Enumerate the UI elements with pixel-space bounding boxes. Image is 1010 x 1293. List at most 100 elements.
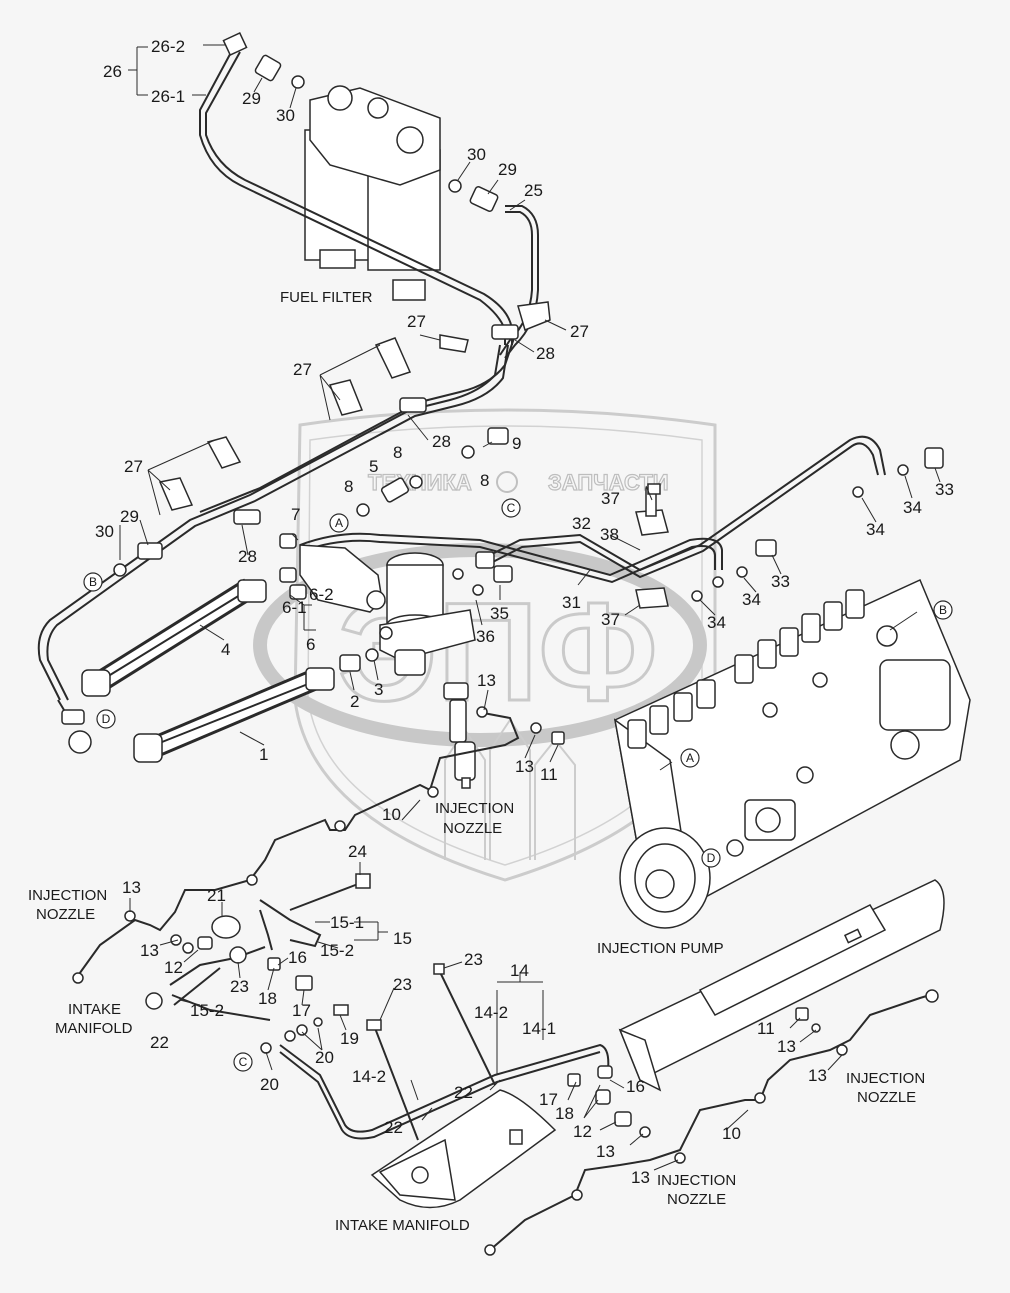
part-label: 23: [393, 975, 412, 994]
part-label: 34: [903, 498, 922, 517]
small-parts: [124, 706, 848, 1164]
part-label: 37: [601, 610, 620, 629]
caption-injection-nozzle-left-2: NOZZLE: [36, 906, 95, 923]
part-label: 9: [512, 434, 521, 453]
injection-pipe-10b: [484, 989, 939, 1256]
part-label: 27: [293, 360, 312, 379]
ref-circle-c-1: C: [501, 498, 521, 518]
part-label: 6-2: [309, 585, 334, 604]
part-label: 25: [524, 181, 543, 200]
caption-injection-nozzle-bottom-2: NOZZLE: [667, 1191, 726, 1208]
caption-intake-manifold-bottom: INTAKE MANIFOLD: [335, 1217, 470, 1234]
svg-text:D: D: [102, 712, 111, 726]
part-label: 13: [777, 1037, 796, 1056]
part-label: 7: [291, 505, 300, 524]
part-label: 8: [480, 471, 489, 490]
part-label: 14-2: [352, 1067, 386, 1086]
part-label: 38: [600, 525, 619, 544]
part-label: 28: [238, 547, 257, 566]
delivery-valves: [627, 589, 865, 749]
part-label: 3: [374, 680, 383, 699]
part-label: 32: [572, 514, 591, 533]
ref-circle-c-2: C: [233, 1052, 253, 1072]
part-label: 27: [570, 322, 589, 341]
ref-circle-d-2: D: [701, 848, 721, 868]
part-label: 26-1: [151, 87, 185, 106]
part-label: 10: [722, 1124, 741, 1143]
part-label: 30: [467, 145, 486, 164]
svg-text:D: D: [707, 851, 716, 865]
pipe-14: [279, 1043, 610, 1140]
svg-text:A: A: [686, 751, 694, 765]
part-label: 22: [384, 1118, 403, 1137]
part-label: 16: [626, 1077, 645, 1096]
injection-pipe-10a: [72, 711, 520, 984]
gear-icon: [496, 471, 518, 493]
ref-circle-b-2: B: [933, 600, 953, 620]
part-label: 29: [498, 160, 517, 179]
part-label: 5: [369, 457, 378, 476]
caption-injection-pump: INJECTION PUMP: [597, 940, 724, 957]
caption-fuel-filter: FUEL FILTER: [280, 289, 373, 306]
part-label: 23: [230, 977, 249, 996]
part-label: 28: [432, 432, 451, 451]
part-label: 8: [393, 443, 402, 462]
part-label: 18: [258, 989, 277, 1008]
part-label: 13: [808, 1066, 827, 1085]
part-label: 16: [288, 948, 307, 967]
bolts: [173, 873, 496, 1141]
part-label: 11: [540, 765, 558, 784]
fittings: [113, 54, 944, 672]
part-label: 24: [348, 842, 367, 861]
part-label: 19: [340, 1029, 359, 1048]
part-label: 28: [536, 344, 555, 363]
part-label: 30: [276, 106, 295, 125]
part-label: 6: [306, 635, 315, 654]
part-label: 27: [407, 312, 426, 331]
part-label: 34: [707, 613, 726, 632]
part-label: 6-1: [282, 598, 307, 617]
part-label: 34: [866, 520, 885, 539]
part-label: 26: [103, 62, 122, 81]
ref-circle-a-1: A: [329, 513, 349, 533]
ref-circle-d-1: D: [96, 709, 116, 729]
part-label: 37: [601, 489, 620, 508]
part-label: 11: [757, 1019, 775, 1038]
part-label: 22: [454, 1083, 473, 1102]
caption-injection-nozzle-center-1: INJECTION: [435, 800, 514, 817]
part-labels: 26 26-2 26-1 29 30 30 29 25 27 27 28 27 …: [95, 37, 954, 1187]
svg-text:B: B: [939, 603, 947, 617]
part-label: 13: [477, 671, 496, 690]
injection-pump: [613, 578, 971, 929]
intake-manifold-left: [370, 1089, 557, 1209]
svg-text:B: B: [89, 575, 97, 589]
caption-injection-nozzle-left-1: INJECTION: [28, 887, 107, 904]
part-label: 34: [742, 590, 761, 609]
pipe-28-run: [37, 334, 516, 701]
part-label: 22: [150, 1033, 169, 1052]
part-label: 33: [771, 572, 790, 591]
pipe-32-31: [299, 435, 886, 584]
caption-injection-nozzle-right-1: INJECTION: [846, 1070, 925, 1087]
part-label: 13: [140, 941, 159, 960]
part-label: 15-1: [330, 913, 364, 932]
part-label: 13: [631, 1168, 650, 1187]
part-label: 31: [562, 593, 581, 612]
caption-intake-manifold-left-1: INTAKE: [68, 1001, 121, 1018]
part-label: 35: [490, 604, 509, 623]
part-label: 14: [510, 961, 529, 980]
part-label: 20: [315, 1048, 334, 1067]
part-label: 36: [476, 627, 495, 646]
part-label: 15-2: [320, 941, 354, 960]
part-label: 13: [596, 1142, 615, 1161]
part-label: 2: [350, 692, 359, 711]
intake-manifold-right: [618, 879, 945, 1092]
clamps: [158, 301, 669, 609]
caption-injection-nozzle-right-2: NOZZLE: [857, 1089, 916, 1106]
part-label: 18: [555, 1104, 574, 1123]
part-label: 13: [515, 757, 534, 776]
ref-circle-a-2: A: [680, 748, 700, 768]
part-label: 4: [221, 640, 230, 659]
